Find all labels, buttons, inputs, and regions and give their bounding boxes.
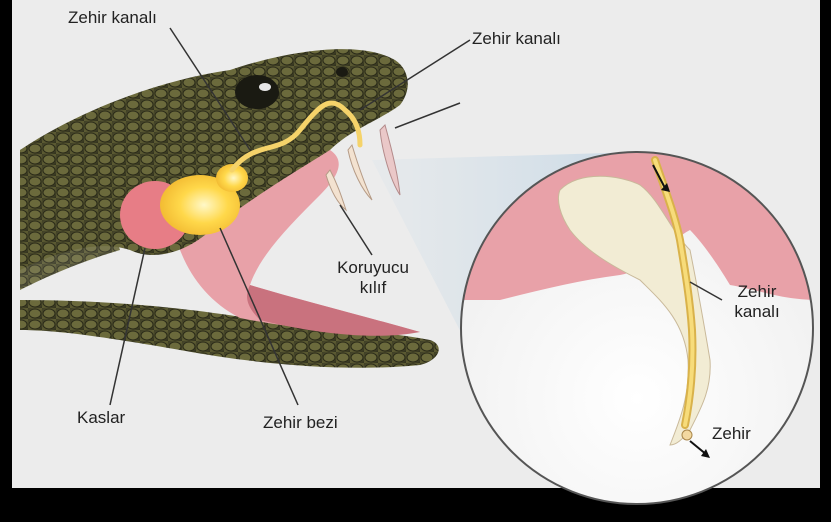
label-sheath-line2: kılıf bbox=[318, 278, 428, 298]
label-sheath: Koruyucu kılıf bbox=[318, 258, 428, 298]
label-inset-duct: Zehir kanalı bbox=[722, 282, 792, 322]
nostril bbox=[336, 67, 348, 77]
label-inset-duct-line1: Zehir bbox=[722, 282, 792, 302]
snake-eye bbox=[235, 75, 279, 109]
label-muscles: Kaslar bbox=[77, 408, 125, 428]
label-inset-duct-line2: kanalı bbox=[722, 302, 792, 322]
label-duct-top-left: Zehir kanalı bbox=[68, 8, 157, 28]
label-venom: Zehir bbox=[712, 424, 751, 444]
label-duct-top-right: Zehir kanalı bbox=[472, 29, 561, 49]
label-sheath-line1: Koruyucu bbox=[318, 258, 428, 278]
label-venom-gland: Zehir bezi bbox=[263, 413, 338, 433]
